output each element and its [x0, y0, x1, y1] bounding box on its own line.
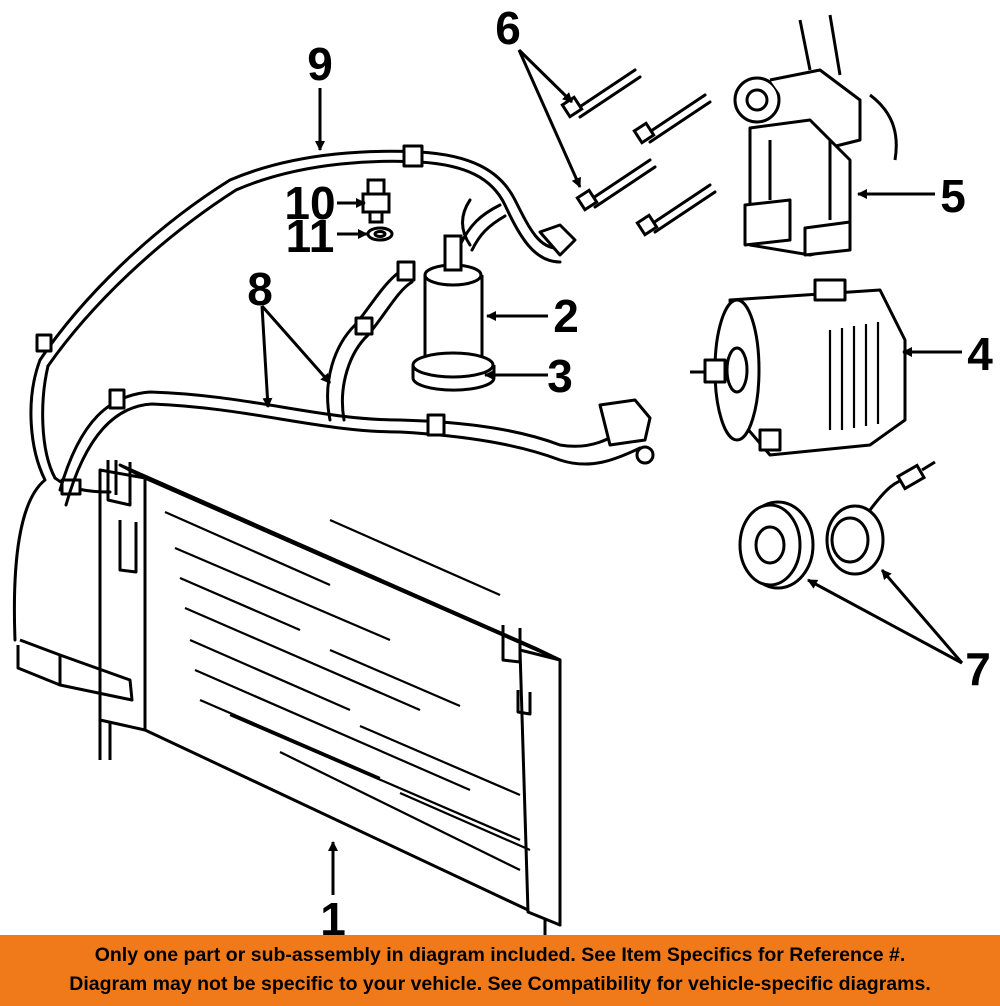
disclaimer-line-2: Diagram may not be specific to your vehi… [69, 973, 931, 995]
disclaimer-line-1: Only one part or sub-assembly in diagram… [94, 944, 906, 966]
disclaimer-banner: Only one part or sub-assembly in diagram… [0, 935, 1000, 1006]
compressor-bracket-drawing [733, 14, 898, 257]
callout-10: 10 [284, 177, 335, 229]
callout-6: 6 [495, 2, 521, 54]
callout-11: 11 [286, 210, 335, 262]
callout-5: 5 [940, 170, 966, 222]
callout-3: 3 [547, 350, 573, 402]
pressure-switch-drawing [361, 178, 394, 242]
callout-2: 2 [553, 290, 579, 342]
mounting-bolts-drawing [560, 68, 717, 237]
condenser-drawing [16, 460, 562, 935]
callout-7: 7 [965, 643, 991, 695]
ac-compressor-drawing [690, 278, 907, 457]
receiver-drier-drawing [411, 234, 496, 392]
hose-assembly-lower-drawing [58, 203, 655, 507]
hose-assembly-upper-drawing [12, 144, 577, 642]
callout-1: 1 [320, 893, 346, 935]
callout-9: 9 [307, 38, 333, 90]
ac-system-parts-diagram: 1 2 3 4 5 6 7 8 9 10 11 [12, 2, 993, 935]
callout-leaders [260, 48, 964, 895]
callout-4: 4 [967, 328, 993, 380]
compressor-clutch-drawing [738, 460, 936, 590]
callout-8: 8 [247, 263, 273, 315]
